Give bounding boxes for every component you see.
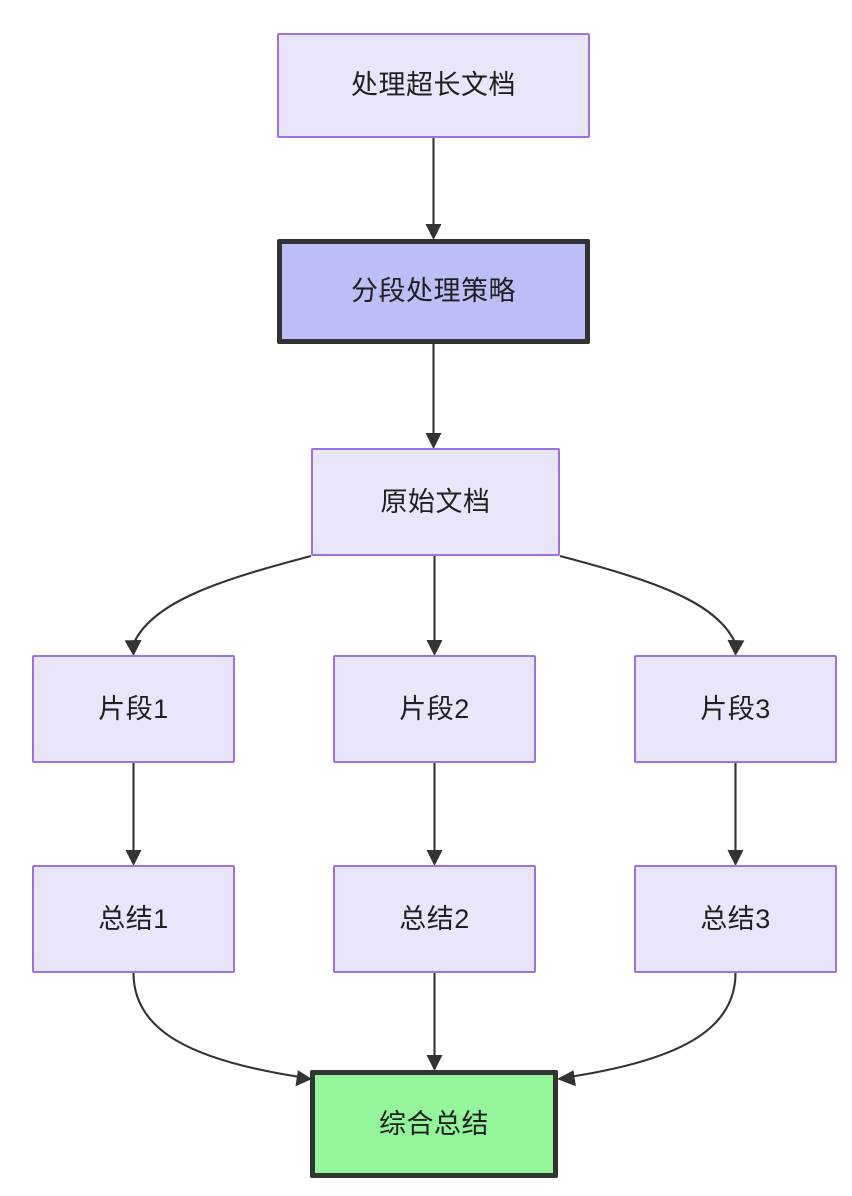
edge-source-to-chunk1	[124, 554, 312, 656]
edge-summary3-to-final	[557, 972, 737, 1087]
edge-chunk2-to-summary2	[426, 763, 443, 866]
node-chunk-2-label: 片段2	[399, 693, 470, 724]
node-strategy[interactable]: 分段处理策略	[277, 239, 590, 344]
node-source-document-label: 原始文档	[380, 486, 491, 517]
node-strategy-label: 分段处理策略	[351, 276, 516, 307]
node-summary-1[interactable]: 总结1	[32, 865, 235, 973]
node-title[interactable]: 处理超长文档	[277, 33, 590, 138]
node-source-document[interactable]: 原始文档	[311, 448, 560, 556]
edge-summary2-to-final	[426, 973, 443, 1071]
node-chunk-1-label: 片段1	[98, 693, 169, 724]
node-chunk-3-label: 片段3	[700, 693, 771, 724]
node-summary-3-label: 总结3	[700, 903, 771, 934]
edge-source-to-chunk3	[559, 554, 745, 656]
node-title-label: 处理超长文档	[351, 70, 516, 101]
node-summary-2[interactable]: 总结2	[333, 865, 536, 973]
edge-source-to-chunk2	[426, 556, 443, 656]
edge-strategy-to-source	[425, 344, 442, 449]
edge-chunk1-to-summary1	[125, 763, 142, 866]
node-final-summary-label: 综合总结	[379, 1108, 489, 1139]
node-final-summary[interactable]: 综合总结	[310, 1070, 558, 1178]
node-summary-2-label: 总结2	[399, 903, 470, 934]
node-chunk-1[interactable]: 片段1	[32, 655, 235, 763]
edge-chunk3-to-summary3	[727, 763, 744, 866]
node-summary-1-label: 总结1	[98, 903, 169, 934]
edge-title-to-strategy	[425, 138, 442, 240]
node-chunk-2[interactable]: 片段2	[333, 655, 536, 763]
edge-summary1-to-final	[132, 972, 312, 1087]
node-summary-3[interactable]: 总结3	[634, 865, 837, 973]
node-chunk-3[interactable]: 片段3	[634, 655, 837, 763]
